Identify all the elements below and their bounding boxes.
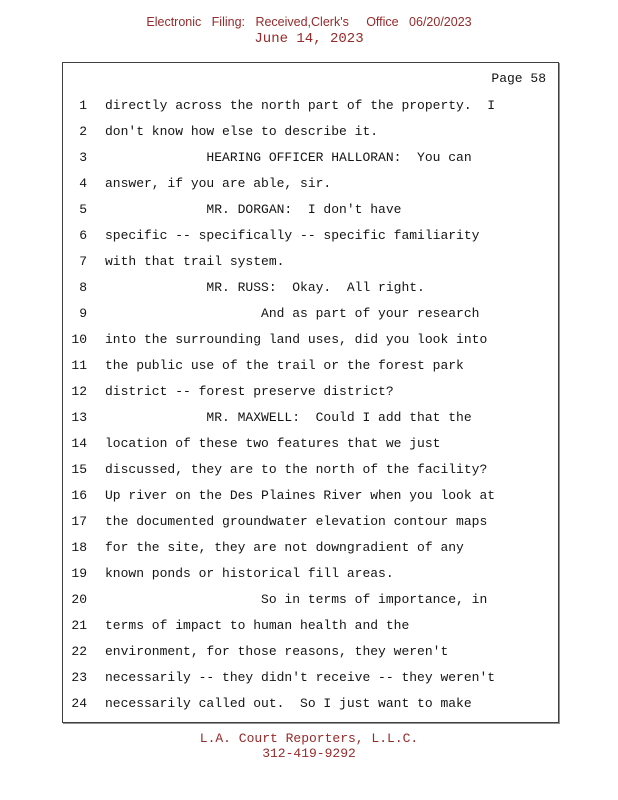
line-text: specific -- specifically -- specific fam… [105, 228, 480, 243]
transcript-line: 17 the documented groundwater elevation … [63, 509, 558, 535]
line-text: MR. RUSS: Okay. All right. [105, 280, 425, 295]
line-number: 21 [71, 618, 87, 633]
transcript-line: 12 district -- forest preserve district? [63, 379, 558, 405]
transcript-line: 2 don't know how else to describe it. [63, 119, 558, 145]
transcript-line: 13 MR. MAXWELL: Could I add that the [63, 405, 558, 431]
transcript-line: 8 MR. RUSS: Okay. All right. [63, 275, 558, 301]
line-text: the documented groundwater elevation con… [105, 514, 488, 529]
line-number: 6 [79, 228, 87, 243]
line-number: 8 [79, 280, 87, 295]
line-text: the public use of the trail or the fores… [105, 358, 464, 373]
line-number: 11 [71, 358, 87, 373]
transcript-line: 11 the public use of the trail or the fo… [63, 353, 558, 379]
line-text: MR. MAXWELL: Could I add that the [105, 410, 472, 425]
line-text: So in terms of importance, in [105, 592, 488, 607]
line-text: for the site, they are not downgradient … [105, 540, 464, 555]
transcript-line: 22 environment, for those reasons, they … [63, 639, 558, 665]
transcript-line: 20 So in terms of importance, in [63, 587, 558, 613]
line-number: 24 [71, 696, 87, 711]
line-text: MR. DORGAN: I don't have [105, 202, 402, 217]
line-text: necessarily -- they didn't receive -- th… [105, 670, 496, 685]
line-text: And as part of your research [105, 306, 480, 321]
line-number: 22 [71, 644, 87, 659]
line-number: 4 [79, 176, 87, 191]
line-number: 14 [71, 436, 87, 451]
line-number: 19 [71, 566, 87, 581]
line-text: directly across the north part of the pr… [105, 98, 496, 113]
transcript-line: 24 necessarily called out. So I just wan… [63, 691, 558, 717]
line-text: location of these two features that we j… [105, 436, 441, 451]
transcript-line: 19 known ponds or historical fill areas. [63, 561, 558, 587]
line-number: 7 [79, 254, 87, 269]
transcript-line: 10 into the surrounding land uses, did y… [63, 327, 558, 353]
line-text: don't know how else to describe it. [105, 124, 379, 139]
line-number: 18 [71, 540, 87, 555]
line-text: terms of impact to human health and the [105, 618, 410, 633]
line-text: HEARING OFFICER HALLORAN: You can [105, 150, 472, 165]
line-number: 3 [79, 150, 87, 165]
line-number: 17 [71, 514, 87, 529]
line-number: 15 [71, 462, 87, 477]
line-text: environment, for those reasons, they wer… [105, 644, 449, 659]
hearing-date: June 14, 2023 [254, 31, 364, 47]
transcript-lines: 1 directly across the north part of the … [63, 93, 558, 717]
page-number-label: Page 58 [491, 71, 546, 86]
transcript-line: 3 HEARING OFFICER HALLORAN: You can [63, 145, 558, 171]
court-reporter-phone: 312-419-9292 [262, 746, 356, 761]
line-number: 5 [79, 202, 87, 217]
transcript-line: 16 Up river on the Des Plaines River whe… [63, 483, 558, 509]
line-text: into the surrounding land uses, did you … [105, 332, 488, 347]
line-text: discussed, they are to the north of the … [105, 462, 488, 477]
transcript-line: 5 MR. DORGAN: I don't have [63, 197, 558, 223]
line-number: 2 [79, 124, 87, 139]
transcript-line: 18 for the site, they are not downgradie… [63, 535, 558, 561]
line-text: answer, if you are able, sir. [105, 176, 332, 191]
line-number: 10 [71, 332, 87, 347]
line-text: necessarily called out. So I just want t… [105, 696, 472, 711]
court-reporter-name: L.A. Court Reporters, L.L.C. [199, 731, 419, 746]
efiling-stamp: Electronic Filing: Received,Clerk's Offi… [146, 15, 472, 29]
line-text: Up river on the Des Plaines River when y… [105, 488, 496, 503]
line-number: 13 [71, 410, 87, 425]
line-text: district -- forest preserve district? [105, 384, 394, 399]
transcript-line: 7 with that trail system. [63, 249, 558, 275]
transcript-box: Page 58 1 directly across the north part… [62, 62, 559, 723]
transcript-line: 4 answer, if you are able, sir. [63, 171, 558, 197]
transcript-line: 15 discussed, they are to the north of t… [63, 457, 558, 483]
transcript-line: 23 necessarily -- they didn't receive --… [63, 665, 558, 691]
line-number: 20 [71, 592, 87, 607]
transcript-line: 1 directly across the north part of the … [63, 93, 558, 119]
line-number: 16 [71, 488, 87, 503]
line-number: 12 [71, 384, 87, 399]
transcript-line: 14 location of these two features that w… [63, 431, 558, 457]
line-number: 23 [71, 670, 87, 685]
line-text: with that trail system. [105, 254, 285, 269]
line-text: known ponds or historical fill areas. [105, 566, 394, 581]
transcript-line: 21 terms of impact to human health and t… [63, 613, 558, 639]
transcript-line: 9 And as part of your research [63, 301, 558, 327]
line-number: 1 [79, 98, 87, 113]
transcript-line: 6 specific -- specifically -- specific f… [63, 223, 558, 249]
line-number: 9 [79, 306, 87, 321]
